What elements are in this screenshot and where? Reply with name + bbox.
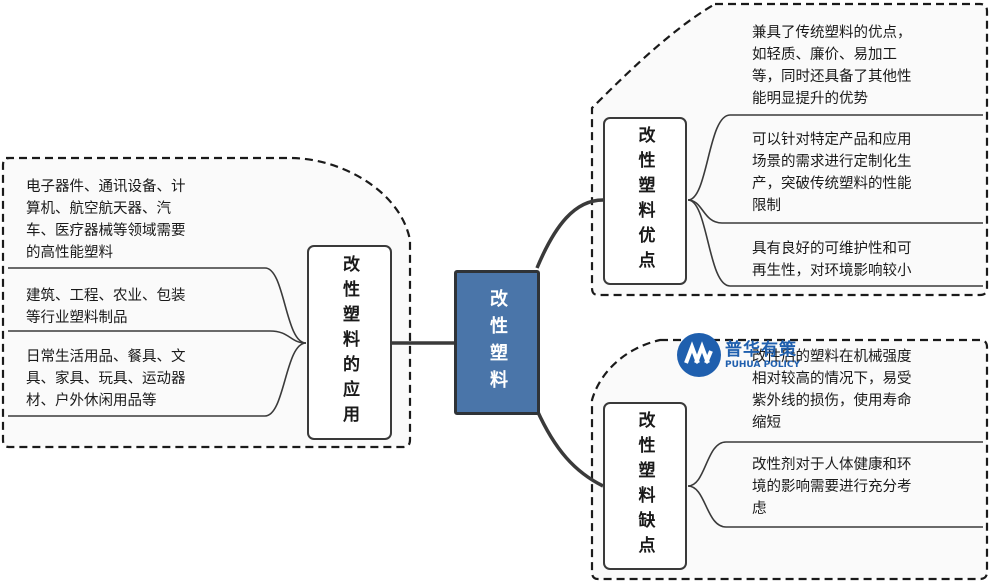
connector-center-advantages <box>535 198 604 269</box>
watermark-subtitle: PUHUA POLICY <box>725 360 801 370</box>
watermark-name: 普华有策 <box>725 340 797 360</box>
disadvantages-leaf-2: 改性剂对于人体健康和环 境的影响需要进行充分考 虑 <box>752 457 912 517</box>
advantages-leaf-1: 兼具了传统塑料的优点， 如轻质、廉价、易加工 等，同时还具备了其他性 能明显提升… <box>752 25 912 107</box>
disadvantages-label: 改性塑料缺点 <box>634 411 655 561</box>
applications-leaf-1: 电子器件、通讯设备、计 算机、航空航天器、汽 车、医疗器械等领域需要 的高性能塑… <box>26 179 186 261</box>
connector-disadvantages-leaf-1 <box>687 441 983 487</box>
connector-advantages-leaf-3 <box>687 199 983 287</box>
connector-applications-leaf-1 <box>8 267 307 344</box>
disadvantages-group-outline <box>590 338 989 581</box>
advantages-leaf-3: 具有良好的可维护性和可 再生性，对环境影响较小 <box>752 241 912 279</box>
advantages-label: 改性塑料优点 <box>634 126 655 276</box>
connector-advantages-leaf-1 <box>687 114 983 201</box>
connector-disadvantages-leaf-2 <box>687 485 983 528</box>
disadvantages-leaf-1: 改性后的塑料在机械强度 相对较高的情况下，易受 紫外线的损伤，使用寿命 缩短 <box>752 349 912 431</box>
connector-applications-leaf-3 <box>8 342 307 417</box>
center-node: 改性塑料 <box>454 270 540 415</box>
connector-center-disadvantages <box>535 409 604 488</box>
connector-applications-leaf-2 <box>8 330 307 344</box>
advantages-node: 改性塑料优点 <box>603 117 687 285</box>
logo-mark-icon <box>677 333 721 377</box>
disadvantages-node: 改性塑料缺点 <box>603 402 687 570</box>
applications-label: 改性塑料的应用 <box>339 255 359 430</box>
applications-leaf-3: 日常生活用品、餐具、文 具、家具、玩具、运动器 材、户外休闲用品等 <box>26 349 186 409</box>
watermark-logo: 普华有策 PUHUA POLICY <box>677 331 817 381</box>
applications-leaf-2: 建筑、工程、农业、包装 等行业塑料制品 <box>26 288 186 326</box>
center-label: 改性塑料 <box>487 288 508 397</box>
advantages-leaf-2: 可以针对特定产品和应用 场景的需求进行定制化生 产，突破传统塑料的性能 限制 <box>752 132 912 214</box>
applications-node: 改性塑料的应用 <box>307 245 392 440</box>
